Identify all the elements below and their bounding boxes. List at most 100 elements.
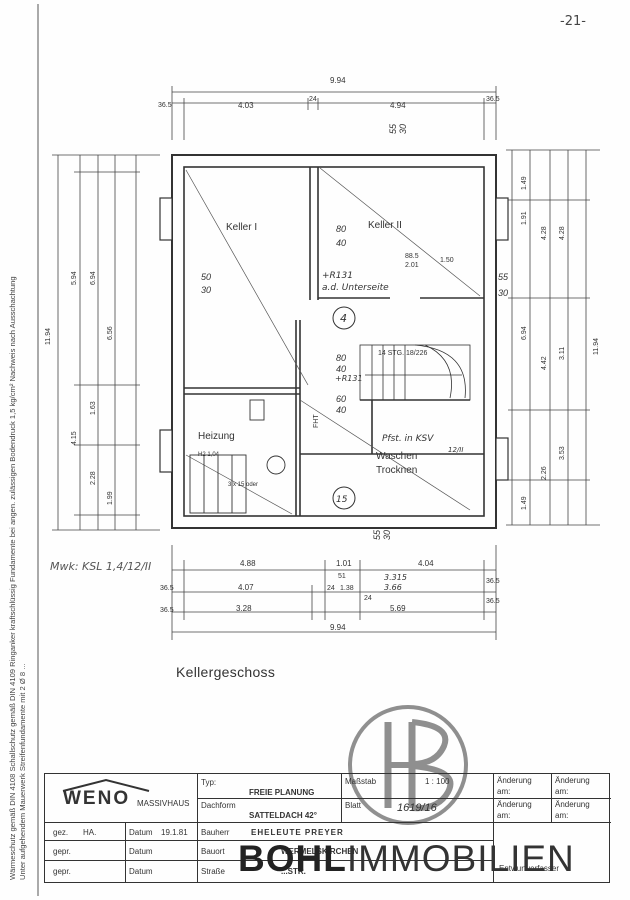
watermark-monogram	[348, 705, 468, 825]
dim-left-c: 6.56	[107, 326, 114, 340]
typ-value: FREIE PLANUNG	[249, 788, 315, 797]
dim-right-e: 3.53	[559, 446, 566, 460]
opening-dim-b2: 30	[201, 285, 211, 295]
dim-bottom-e: 24	[327, 585, 335, 592]
massstab-label: Maßstab	[345, 777, 377, 786]
heating-equipment	[189, 399, 286, 514]
gepr2-label: gepr.	[53, 867, 71, 876]
dim-top-edge-right: 36.5	[486, 96, 500, 103]
handwritten-note: Mwk: KSL 1,4/12/II	[50, 560, 152, 573]
dim-top-c: 4.94	[390, 101, 406, 110]
dim-bottom-g: 24	[364, 595, 372, 602]
bauherr-value: EHELEUTE PREYER	[251, 828, 344, 837]
marker-4: 4	[340, 312, 347, 325]
opening-dim-c2: 30	[498, 288, 508, 298]
room-diagonals	[185, 167, 481, 515]
dim-left-e: 2.28	[90, 471, 97, 485]
opening-dim-e: 1.50	[440, 257, 454, 264]
company-sub: MASSIVHAUS	[137, 799, 190, 808]
dim-right-total: 11.94	[593, 338, 600, 355]
am-4: am:	[555, 811, 569, 820]
datum3-label: Datum	[129, 867, 153, 876]
room-label-trocknen: Trocknen	[376, 465, 417, 476]
circled-markers	[332, 306, 356, 510]
exterior-walls	[171, 154, 497, 529]
annotation-r131: +R131	[322, 271, 353, 281]
dim-bottom-edge-right: 36.5	[486, 578, 500, 585]
dim-bottom-c: 4.04	[418, 559, 434, 568]
aenderung-4: Änderung	[555, 800, 590, 809]
opening-dim-b: 50	[201, 272, 211, 282]
entwurf-label: Entwurfverfasser	[499, 864, 560, 873]
opening-dim-d2: 2.01	[405, 262, 419, 269]
datum-value: 19.1.81	[161, 828, 188, 837]
opening-dim-h: 80	[336, 353, 346, 363]
dim-right-a: 4.28	[541, 226, 548, 240]
am-3: am:	[497, 811, 511, 820]
opening-dim-a2: 40	[336, 238, 346, 248]
dachform-label: Dachform	[201, 801, 236, 810]
interior-walls	[184, 167, 484, 516]
dachform-value: SATTELDACH 42°	[249, 811, 317, 820]
aenderung-3: Änderung	[497, 800, 532, 809]
dim-top-b: 24	[309, 96, 317, 103]
top-dimension-chain	[171, 86, 497, 140]
annotation-fht: FHT	[313, 414, 320, 428]
strasse-value: ...STR.	[281, 867, 306, 876]
strasse-label: Straße	[201, 867, 226, 876]
dim-bottom-c3: 3.66	[384, 583, 402, 592]
dim-right-f: 2.26	[541, 466, 548, 480]
opening-dim-a: 80	[336, 224, 346, 234]
company-name: WENO	[63, 788, 131, 809]
opening-dim-g: 55	[372, 529, 382, 540]
aenderung-2: Änderung	[555, 776, 590, 785]
bottom-dimension-chain	[171, 545, 497, 640]
dim-top-total: 9.94	[330, 76, 346, 85]
dim-top-a: 4.03	[238, 101, 254, 110]
annotation-pfosten2: 12/II	[448, 446, 463, 454]
gepr-label: gepr.	[53, 847, 71, 856]
dim-left-a: 5.94	[71, 271, 78, 285]
annotation-z: 3 x 15 oder	[228, 482, 258, 488]
annotation-ht: H2 1,04	[198, 452, 220, 458]
dim-bottom-edge-left2: 36.5	[160, 607, 174, 614]
dim-bottom-a: 4.88	[240, 559, 256, 568]
dim-right-g2: 1.49	[521, 496, 528, 510]
left-dimension-chain	[52, 154, 160, 531]
marker-15: 15	[336, 495, 348, 505]
blatt-label: Blatt	[345, 801, 362, 810]
dim-bottom-edge-right2: 36.5	[486, 598, 500, 605]
dim-left-f: 1.99	[107, 491, 114, 505]
dim-bottom-h: 3.28	[236, 604, 252, 613]
dim-left-g: 1.63	[90, 401, 97, 415]
blatt-value: 1619/16	[397, 802, 437, 814]
dim-bottom-b2: 51	[338, 573, 346, 580]
room-label-heizung: Heizung	[198, 431, 235, 442]
opening-dim-g2: 30	[382, 530, 392, 540]
bauherr-label: Bauherr	[201, 828, 230, 837]
gez-value: HA.	[83, 828, 97, 837]
opening-dim-f: 60	[336, 394, 346, 404]
dim-right-b: 6.94	[521, 326, 528, 340]
massstab-value: 1 : 100	[425, 777, 450, 786]
opening-dim-f2: 40	[336, 405, 346, 415]
floor-title: Kellergeschoss	[176, 664, 276, 680]
dim-bottom-f: 1.38	[340, 585, 354, 592]
annotation-r131b: +R131	[335, 374, 363, 383]
am-2: am:	[555, 787, 569, 796]
annotation-pfosten: Pfst. in KSV	[382, 434, 434, 444]
light-wells	[159, 197, 509, 481]
dim-right-d: 3.11	[559, 347, 566, 360]
dim-bottom-b: 1.01	[336, 559, 352, 568]
opening-dim-top-55: 55	[388, 123, 398, 134]
bauort-value: WERMELSKIRCHEN	[281, 847, 359, 856]
watermark-wordmark: BOHLIMMOBILIEN	[238, 838, 575, 880]
title-block: WENO MASSIVHAUS Typ: FREIE PLANUNG Dachf…	[44, 773, 611, 883]
room-label-keller2: Keller II	[368, 220, 402, 231]
dim-bottom-d: 4.07	[238, 583, 254, 592]
dim-bottom-c2: 3.315	[384, 573, 407, 582]
bauort-label: Bauort	[201, 847, 225, 856]
dim-bottom-edge-left: 36.5	[160, 585, 174, 592]
